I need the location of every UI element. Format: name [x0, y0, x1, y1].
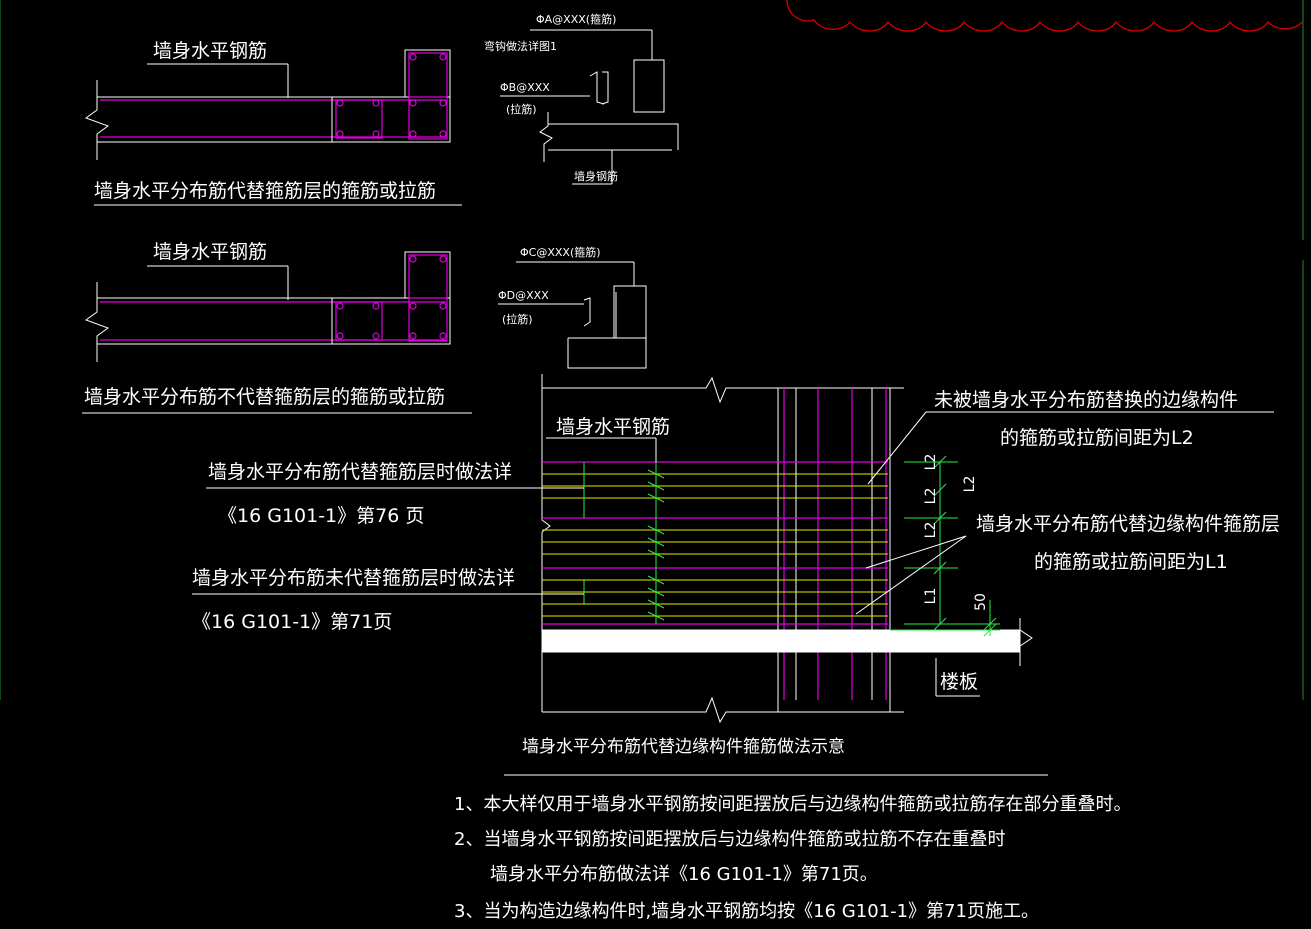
note-3: 3、当为构造边缘构件时,墙身水平钢筋均按《16 G101-1》第71页施工。: [454, 901, 1039, 922]
detail-2-tie-sub: (拉筋): [502, 312, 533, 326]
main-left-note-2-line-2: 《16 G101-1》第71页: [192, 611, 392, 633]
note-1: 1、本大样仅用于墙身水平钢筋按间距摆放后与边缘构件箍筋或拉筋存在部分重叠时。: [454, 794, 1131, 815]
detail-1-bottom-label: 墙身钢筋: [574, 169, 618, 183]
main-left-note-1-line-2: 《16 G101-1》第76 页: [218, 505, 424, 527]
detail-1-rebar-label: 墙身水平钢筋: [153, 40, 267, 62]
main-right-note-1-line-1: 未被墙身水平分布筋替换的边缘构件: [934, 389, 1238, 411]
detail-1-hook-label: 弯钩做法详图1: [484, 39, 557, 53]
detail-2-rebar-label: 墙身水平钢筋: [153, 241, 267, 263]
dim-l2-2: L2: [962, 476, 978, 493]
dim-50: 50: [973, 593, 989, 611]
detail-1-tie-sub: (拉筋): [506, 102, 537, 116]
viewport-border: [0, 0, 1304, 700]
note-2-continued: 墙身水平分布筋做法详《16 G101-1》第71页。: [490, 864, 878, 885]
revision-cloud: [786, 0, 1303, 32]
detail-2-plan: [82, 251, 472, 414]
main-rebar-label: 墙身水平钢筋: [556, 416, 670, 438]
main-elevation: [192, 374, 1274, 776]
main-caption: 墙身水平分布筋代替边缘构件箍筋做法示意: [522, 737, 845, 757]
main-right-note-2-line-2: 的箍筋或拉筋间距为L1: [1034, 551, 1228, 573]
detail-2-stirrup-label: ΦC@XXX(箍筋): [520, 245, 601, 259]
note-2: 2、当墙身水平钢筋按间距摆放后与边缘构件箍筋或拉筋不存在重叠时: [454, 829, 1005, 850]
main-left-note-1-line-1: 墙身水平分布筋代替箍筋层时做法详: [208, 461, 512, 483]
detail-1-hook-sketch: [500, 29, 679, 185]
dim-l1: L1: [923, 588, 939, 605]
detail-1-caption: 墙身水平分布筋代替箍筋层的箍筋或拉筋: [94, 180, 436, 202]
dim-l2-4: L2: [923, 522, 939, 539]
detail-2-caption: 墙身水平分布筋不代替箍筋层的箍筋或拉筋: [84, 386, 445, 408]
main-right-note-2-line-1: 墙身水平分布筋代替边缘构件箍筋层: [976, 513, 1280, 535]
slab-label: 楼板: [940, 671, 978, 693]
detail-1-stirrup-label: ΦA@XXX(箍筋): [536, 12, 616, 26]
detail-1-tie-label: ΦB@XXX: [500, 81, 550, 94]
detail-1-plan: [84, 49, 462, 206]
detail-2-tie-label: ΦD@XXX: [498, 289, 549, 302]
detail-2-hook-sketch: [498, 261, 647, 369]
main-left-note-2-line-1: 墙身水平分布筋未代替箍筋层时做法详: [192, 567, 515, 589]
dim-l2-1: L2: [923, 454, 939, 471]
dim-l2-3: L2: [923, 488, 939, 505]
main-right-note-1-line-2: 的箍筋或拉筋间距为L2: [1000, 427, 1194, 449]
